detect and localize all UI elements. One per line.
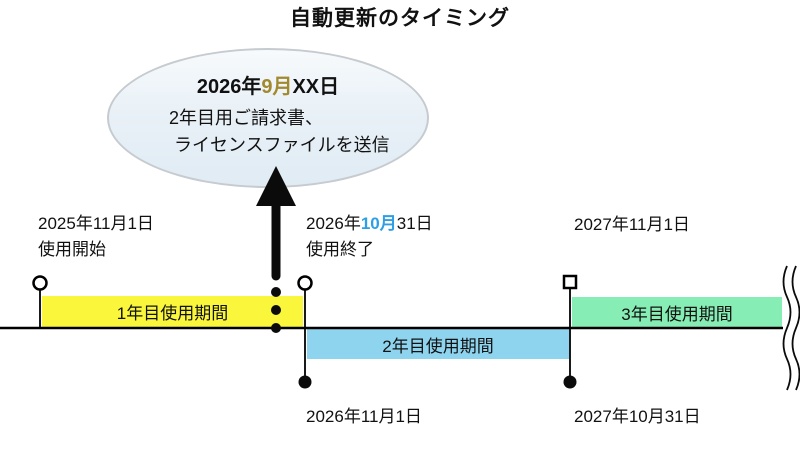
end-date-label: 2026年10月31日 使用終了 <box>306 211 433 263</box>
page-title: 自動更新のタイミング <box>290 7 510 30</box>
year2-end-dot-marker <box>563 375 577 389</box>
year1-usage-period-bar: 1年目使用期間 <box>42 296 303 327</box>
year2-usage-period-bar: 2年目使用期間 <box>307 329 569 359</box>
end-date-suffix: 31日 <box>396 214 433 233</box>
year3-start-date-label: 2027年11月1日 <box>574 215 690 234</box>
year3-bar-label: 3年目使用期間 <box>621 304 733 324</box>
year2-end-date-label: 2027年10月31日 <box>574 407 701 426</box>
start-caption: 使用開始 <box>38 240 106 259</box>
timeline-break-squiggle <box>782 265 792 391</box>
balloon-date-prefix: 2026年 <box>196 76 262 98</box>
balloon-text-line2: 2年目用ご請求書、 <box>169 108 324 128</box>
year3-start-square-marker <box>562 274 578 290</box>
start-date-label: 2025年11月1日 使用開始 <box>38 211 154 263</box>
timeline-break-squiggle <box>791 265 800 391</box>
year3-usage-period-bar: 3年目使用期間 <box>572 297 782 327</box>
end-date-highlight: 10月 <box>360 214 397 233</box>
start-open-circle-marker <box>32 275 48 291</box>
balloon-date-suffix: XX日 <box>292 76 340 98</box>
year1-bar-label: 1年目使用期間 <box>116 304 229 323</box>
year2-bar-label: 2年目使用期間 <box>382 336 494 356</box>
balloon-text-line3: ライセンスファイルを送信 <box>174 135 390 155</box>
balloon-date-line: 2026年9月XX日 <box>109 70 427 99</box>
end-caption: 使用終了 <box>306 240 374 259</box>
end-open-circle-marker <box>297 275 313 291</box>
balloon-date-highlight: 9月 <box>261 76 293 98</box>
year2-start-dot-marker <box>298 375 312 389</box>
callout-balloon: 2026年9月XX日 2年目用ご請求書、 ライセンスファイルを送信 <box>107 48 429 188</box>
start-date: 2025年11月1日 <box>38 214 154 233</box>
year2-start-date-label: 2026年11月1日 <box>306 407 422 426</box>
end-date: 2026年10月31日 <box>306 211 433 237</box>
end-date-prefix: 2026年 <box>306 214 361 233</box>
